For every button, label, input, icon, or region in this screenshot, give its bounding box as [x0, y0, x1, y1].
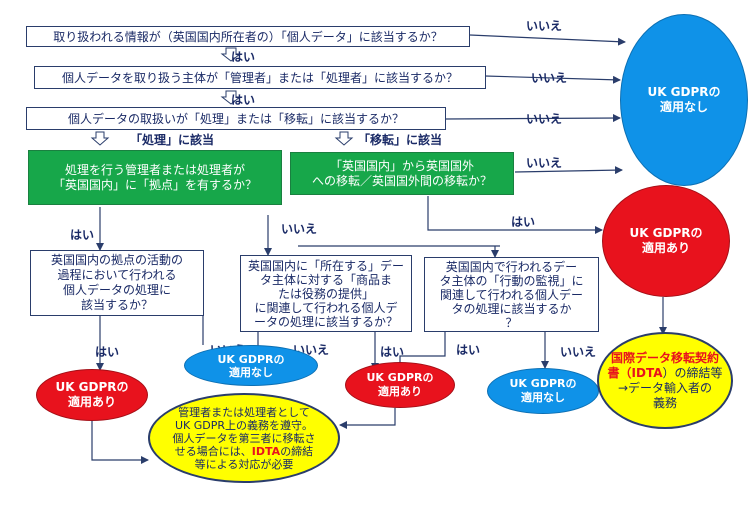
outcome-applicable: UK GDPRの 適用あり — [36, 369, 148, 421]
idta-obligations-note: 国際データ移転契約 書（IDTA）の締結等 →データ輸入者の 義務 — [597, 332, 733, 429]
yes-label: はい — [231, 93, 256, 107]
question-text: 「英国国内」から英国国外 への移転／英国国外間の移転か？ — [311, 158, 492, 188]
question-personal-data: 取り扱われる情報が（英国国内所在者の）「個人データ」に該当するか？ — [26, 26, 470, 47]
question-controller-processor: 個人データを取り扱う主体が「管理者」または「処理者」に該当するか？ — [34, 66, 486, 89]
question-text: 英国国内に「所在する」デー タ主体に対する「商品ま たは役務の提供」 に関連して… — [247, 258, 404, 329]
question-offering-goods: 英国国内に「所在する」デー タ主体に対する「商品ま たは役務の提供」 に関連して… — [240, 255, 412, 332]
idta-highlight: IDTA — [631, 365, 663, 380]
question-text: 個人データを取り扱う主体が「管理者」または「処理者」に該当するか？ — [61, 70, 458, 85]
question-processing-transfer: 個人データの取扱いが「処理」または「移転」に該当するか？ — [26, 107, 446, 130]
question-text: 英国国内で行われるデー タ主体の「行動の監視」に 関連して行われる個人デー タの… — [439, 259, 584, 330]
outcome-not-applicable: UK GDPRの 適用なし — [487, 368, 599, 414]
idta-highlight: IDTA — [251, 444, 281, 458]
outcome-applicable: UK GDPRの 適用あり — [602, 185, 730, 297]
outcome-not-applicable: UK GDPRの 適用なし — [184, 345, 318, 386]
question-text: 個人データの取扱いが「処理」または「移転」に該当するか？ — [67, 111, 404, 126]
yes-label: はい — [456, 343, 481, 357]
question-text: 取り扱われる情報が（英国国内所在者の）「個人データ」に該当するか？ — [53, 29, 443, 44]
question-text: 処理を行う管理者または処理者が 「英国国内」に「拠点」を有するか？ — [52, 162, 257, 192]
question-establishment-activity: 英国国内の拠点の活動の 過程において行われる 個人データの処理に 該当するか？ — [30, 250, 204, 316]
question-transfer-abroad: 「英国国内」から英国国外 への移転／英国国外間の移転か？ — [290, 152, 514, 195]
transfer-label: 「移転」に該当 — [358, 133, 443, 147]
yes-label: はい — [70, 228, 95, 242]
processing-label: 「処理」に該当 — [130, 133, 215, 147]
controller-obligations-note: 管理者または処理者として UK GDPR上の義務を遵守。 個人データを第三者に移… — [148, 393, 340, 483]
no-label: いいえ — [526, 156, 563, 170]
yes-label: はい — [380, 345, 405, 359]
no-label: いいえ — [531, 71, 568, 85]
question-monitoring-behaviour: 英国国内で行われるデー タ主体の「行動の監視」に 関連して行われる個人デー タの… — [424, 257, 599, 332]
yes-label: はい — [95, 345, 120, 359]
no-label: いいえ — [526, 19, 563, 33]
outcome-applicable: UK GDPRの 適用あり — [345, 362, 455, 408]
no-label: いいえ — [281, 222, 318, 236]
no-label: いいえ — [526, 112, 563, 126]
outcome-not-applicable: UK GDPRの 適用なし — [620, 14, 748, 186]
no-label: いいえ — [560, 345, 597, 359]
yes-label: はい — [231, 50, 256, 64]
question-establishment-uk: 処理を行う管理者または処理者が 「英国国内」に「拠点」を有するか？ — [28, 150, 282, 205]
question-text: 英国国内の拠点の活動の 過程において行われる 個人データの処理に 該当するか？ — [50, 253, 183, 312]
yes-label: はい — [511, 215, 536, 229]
